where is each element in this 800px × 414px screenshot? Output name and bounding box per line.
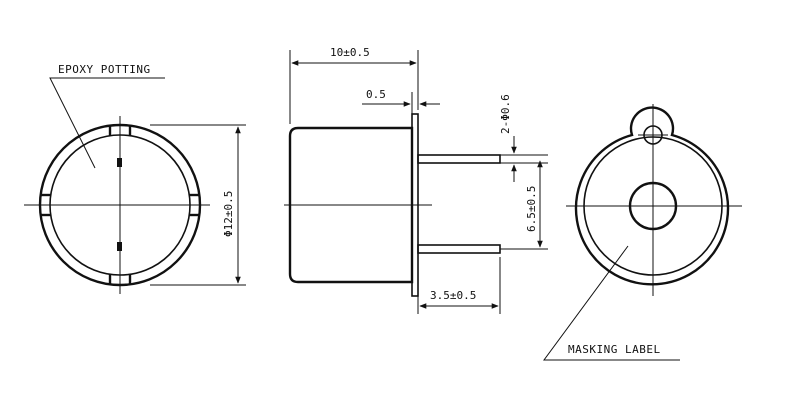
side-pin-bottom bbox=[417, 244, 501, 254]
lead-offset-dimension: 0.5 bbox=[366, 88, 386, 101]
side-view: 10±0.5 0.5 2-Φ0.6 6.5±0.5 3.5±0.5 bbox=[284, 46, 548, 314]
side-pin-top bbox=[417, 154, 501, 164]
diameter-dimension: Φ12±0.5 bbox=[222, 191, 235, 237]
lead-length-dimension: 3.5±0.5 bbox=[430, 289, 476, 302]
front-view: EPOXY POTTING Φ12±0.5 bbox=[24, 63, 246, 294]
back-view: MASKING LABEL bbox=[543, 104, 742, 361]
epoxy-potting-label: EPOXY POTTING bbox=[58, 63, 151, 76]
rim-notches bbox=[41, 126, 199, 284]
epoxy-leader bbox=[49, 77, 165, 169]
front-pin-bottom bbox=[117, 242, 122, 251]
masking-leader bbox=[543, 245, 680, 361]
masking-label-text: MASKING LABEL bbox=[568, 343, 661, 356]
pin-diameter-dimension: 2-Φ0.6 bbox=[499, 94, 512, 134]
pin-spacing-dimension: 6.5±0.5 bbox=[525, 186, 538, 232]
side-body bbox=[288, 126, 414, 284]
front-pin-top bbox=[117, 158, 122, 167]
back-outer-contour bbox=[574, 106, 730, 286]
body-length-dimension: 10±0.5 bbox=[330, 46, 370, 59]
